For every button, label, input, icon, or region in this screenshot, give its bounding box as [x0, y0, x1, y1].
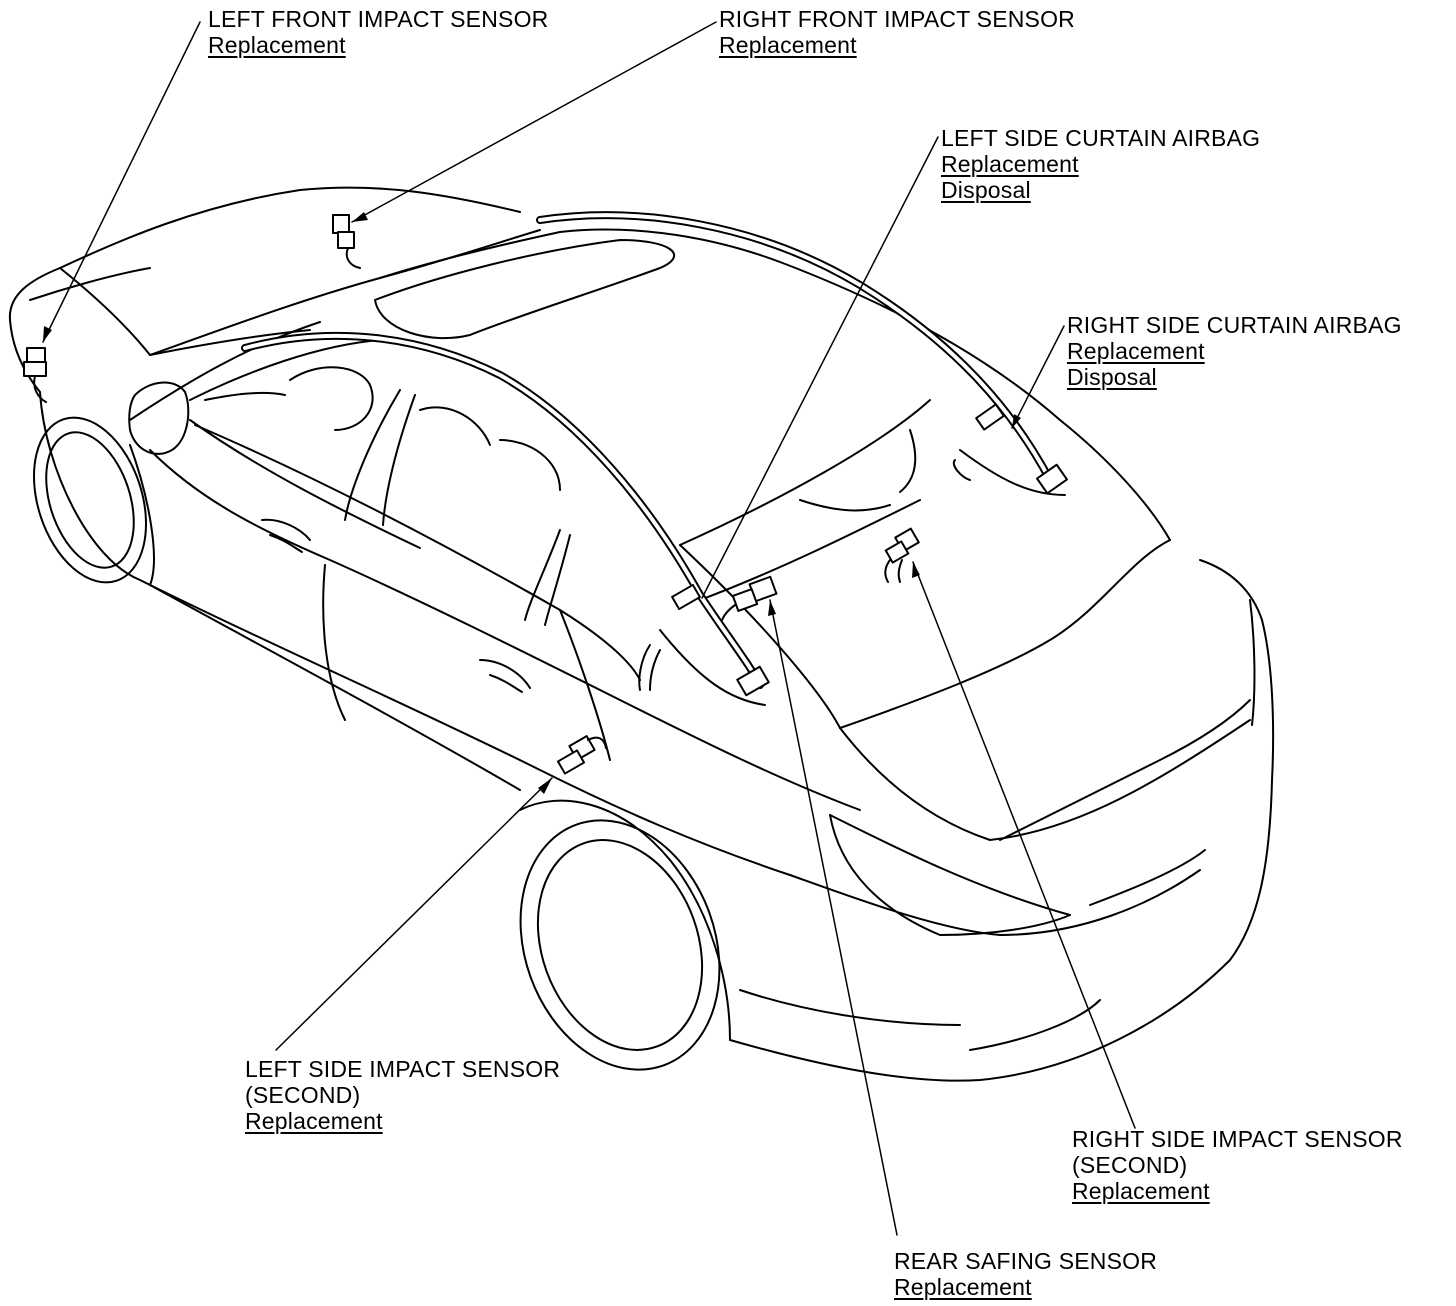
callout-title: LEFT SIDE IMPACT SENSOR [245, 1056, 561, 1082]
leader-left-front-impact [42, 21, 201, 343]
disposal-link[interactable]: Disposal [941, 177, 1031, 203]
leader-right-front-impact [351, 21, 717, 223]
leader-left-curtain [701, 136, 939, 599]
callout-right-side-impact-sensor-second: RIGHT SIDE IMPACT SENSOR (SECOND) Replac… [1072, 1126, 1403, 1204]
leader-right-curtain [1011, 325, 1065, 429]
callout-left-side-curtain-airbag: LEFT SIDE CURTAIN AIRBAG Replacement Dis… [941, 125, 1260, 203]
callout-title: RIGHT SIDE CURTAIN AIRBAG [1067, 312, 1402, 338]
callout-title: LEFT SIDE CURTAIN AIRBAG [941, 125, 1261, 151]
replacement-link[interactable]: Replacement [894, 1274, 1032, 1300]
callout-left-front-impact-sensor: LEFT FRONT IMPACT SENSOR Replacement [208, 6, 548, 58]
car-cabin [128, 239, 675, 761]
right-front-impact-sensor-graphic [332, 214, 361, 269]
replacement-link[interactable]: Replacement [941, 151, 1079, 177]
callout-right-side-curtain-airbag: RIGHT SIDE CURTAIN AIRBAG Replacement Di… [1067, 312, 1402, 390]
callout-title: LEFT FRONT IMPACT SENSOR [208, 6, 549, 32]
callout-rear-safing-sensor: REAR SAFING SENSOR Replacement [894, 1248, 1157, 1300]
left-side-impact-sensor-graphic [556, 735, 607, 775]
leader-arrowheads [43, 212, 1021, 794]
left-side-curtain-airbag-graphic [241, 331, 770, 706]
callout-right-front-impact-sensor: RIGHT FRONT IMPACT SENSOR Replacement [719, 6, 1075, 58]
right-side-curtain-airbag-graphic [536, 211, 1068, 496]
rear-safing-sensor-graphic [721, 575, 778, 621]
leader-lines [42, 21, 1136, 1236]
replacement-link[interactable]: Replacement [208, 32, 346, 58]
car-body [8, 186, 1275, 1082]
callout-title: REAR SAFING SENSOR [894, 1248, 1158, 1274]
replacement-link[interactable]: Replacement [1072, 1178, 1210, 1204]
callout-subtitle: (SECOND) [1072, 1152, 1188, 1178]
callout-title: RIGHT FRONT IMPACT SENSOR [719, 6, 1075, 32]
callout-subtitle: (SECOND) [245, 1082, 361, 1108]
replacement-link[interactable]: Replacement [719, 32, 857, 58]
disposal-link[interactable]: Disposal [1067, 364, 1157, 390]
replacement-link[interactable]: Replacement [1067, 338, 1205, 364]
callout-title: RIGHT SIDE IMPACT SENSOR [1072, 1126, 1403, 1152]
leader-right-side-impact [912, 561, 1136, 1129]
leader-rear-safing [769, 599, 898, 1236]
right-side-impact-sensor-graphic [884, 527, 920, 583]
replacement-link[interactable]: Replacement [245, 1108, 383, 1134]
left-front-impact-sensor-graphic [23, 347, 47, 403]
callout-left-side-impact-sensor-second: LEFT SIDE IMPACT SENSOR (SECOND) Replace… [245, 1056, 560, 1134]
leader-left-side-impact [275, 777, 553, 1051]
